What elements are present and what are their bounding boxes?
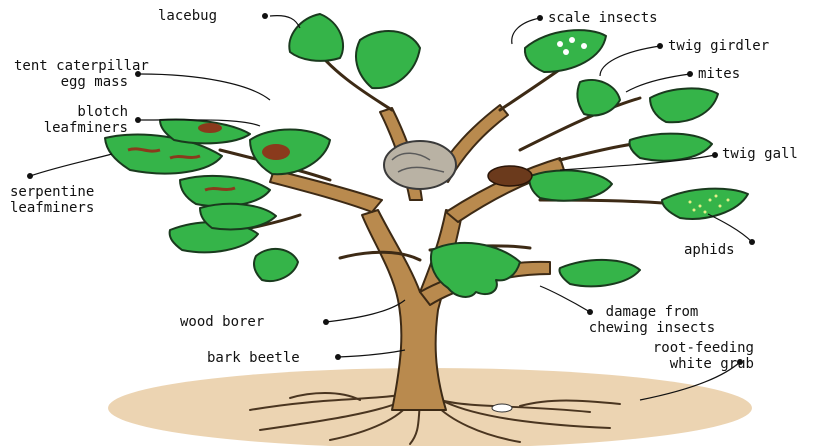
aphid-leaf (662, 189, 748, 219)
label-blotch-line1: blotch (20, 104, 128, 120)
white-grub-icon (492, 404, 512, 412)
label-wood-borer: wood borer (180, 314, 264, 330)
serpentine-leaf-2 (180, 176, 270, 206)
label-lacebug: lacebug (158, 8, 217, 24)
label-scale-insects: scale insects (548, 10, 658, 26)
label-serpentine-line1: serpentine (10, 184, 94, 200)
label-mites: mites (698, 66, 740, 82)
blotch-leaf (250, 130, 330, 175)
label-bark-beetle: bark beetle (207, 350, 300, 366)
leaf-upper-right-b (650, 88, 718, 122)
label-blotch-line2: leafminers (20, 120, 128, 136)
label-twig-gall: twig gall (722, 146, 798, 162)
leaf-upper-right-a (577, 80, 620, 115)
leaf-right-mid-2 (529, 170, 612, 200)
twig-gall-icon (488, 166, 532, 186)
lacebug-leaf (289, 14, 343, 61)
leaf-right-lower (559, 260, 640, 286)
egg-mass-icon (384, 141, 456, 189)
label-twig-girdler: twig girdler (668, 38, 769, 54)
label-serpentine-line2: leafminers (10, 200, 94, 216)
leaf-right-mid (629, 134, 712, 161)
label-grub-line1: root-feeding (600, 340, 754, 356)
label-damage-line1: damage from (584, 304, 720, 320)
leaf-left-lowest (254, 249, 298, 281)
label-tent-caterpillar-line2: egg mass (14, 74, 128, 90)
label-damage-line2: chewing insects (584, 320, 720, 336)
label-aphids: aphids (684, 242, 735, 258)
top-leaf (356, 31, 420, 88)
label-grub-line2: white grub (600, 356, 754, 372)
label-tent-caterpillar-line1: tent caterpillar (14, 58, 149, 74)
